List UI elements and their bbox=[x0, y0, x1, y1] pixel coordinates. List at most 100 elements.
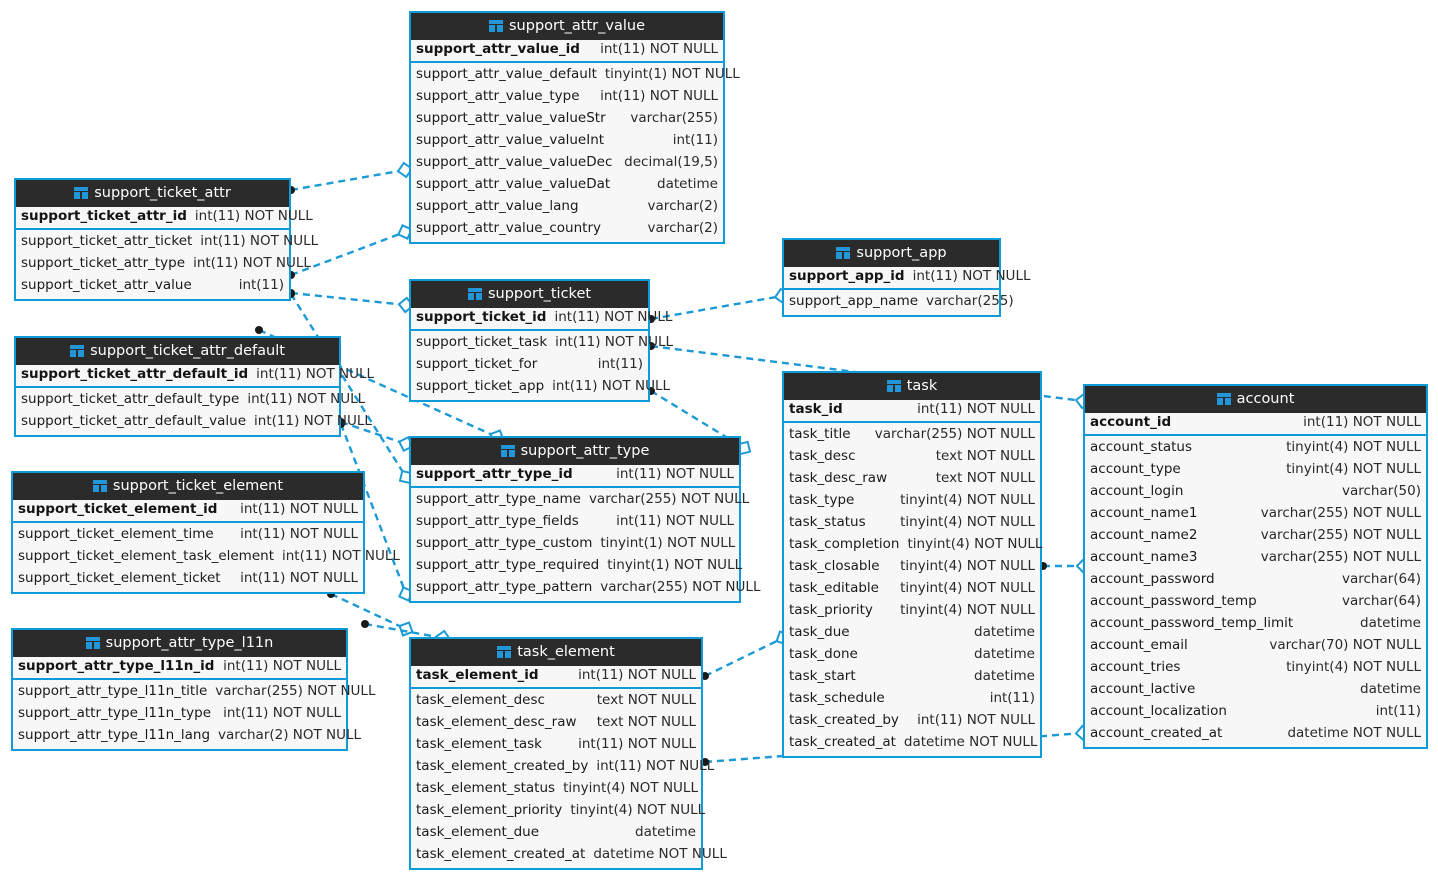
entity-header-support_app: support_app bbox=[784, 240, 999, 267]
field-name: task_element_status bbox=[416, 780, 556, 797]
entity-title: support_attr_type_l11n bbox=[105, 634, 274, 651]
entity-title: task bbox=[906, 377, 938, 394]
field-name: support_ticket_element_id bbox=[18, 501, 218, 518]
field-type: tinyint(1) NOT NULL bbox=[604, 66, 740, 83]
entity-support_attr_type_l11n[interactable]: support_attr_type_l11n support_attr_type_… bbox=[11, 628, 375, 751]
table-icon bbox=[497, 646, 512, 658]
field-name: support_ticket_task bbox=[416, 334, 548, 351]
field-name: task_id bbox=[789, 401, 843, 418]
field-type: int(11) NOT NULL bbox=[247, 391, 366, 408]
field-type: int(11) bbox=[672, 132, 718, 149]
field-type: varchar(2) NOT NULL bbox=[218, 727, 362, 744]
